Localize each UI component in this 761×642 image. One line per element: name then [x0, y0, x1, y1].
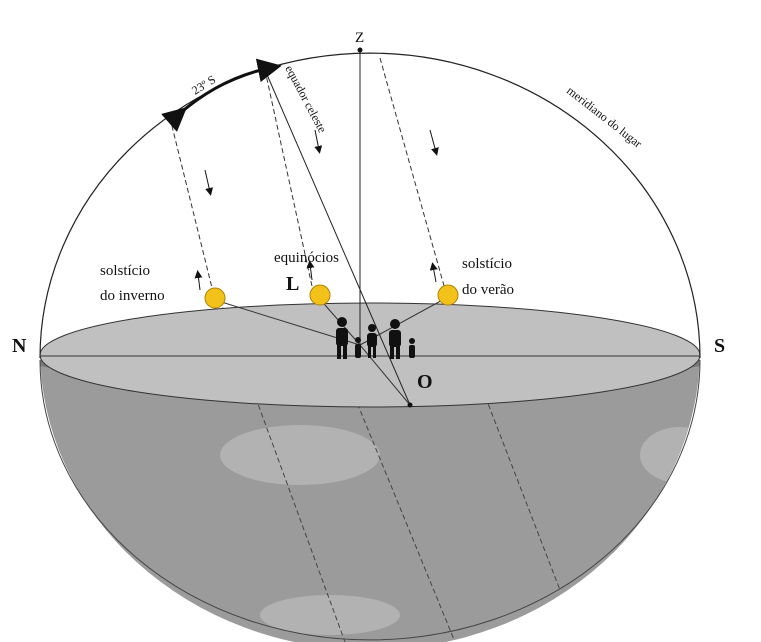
arrow-icon [306, 260, 315, 281]
celestial-equator-line [264, 69, 411, 406]
sun-icon [309, 284, 331, 306]
declination-arc [161, 58, 282, 132]
arrow-icon [194, 270, 203, 291]
local-meridian-label: meridiano do lugar [564, 83, 645, 150]
arrow-icon [429, 262, 438, 283]
arrow-icon [204, 169, 214, 196]
arrow-icon [314, 129, 323, 154]
north-label: N [12, 335, 27, 357]
summer-solstice-label-1: solstício [462, 256, 512, 272]
sphere-outline-lower [39, 359, 701, 641]
equinox-path-below [314, 299, 456, 642]
celestial-equator-label: equador celeste [282, 63, 329, 135]
ground-light-patch [260, 595, 400, 635]
family-silhouette-icon [336, 317, 415, 359]
zenith-point [357, 47, 363, 53]
west-label: O [417, 371, 433, 393]
equinoxes-label: equinócios [274, 250, 339, 266]
sun-icon [204, 287, 226, 309]
ground-light-patch [220, 425, 380, 485]
winter-solstice-path [169, 117, 216, 301]
winter-solstice-label-2: do inverno [100, 288, 165, 304]
south-label: S [714, 335, 725, 357]
summer-solstice-label-2: do verão [462, 282, 514, 298]
winter-solstice-label-1: solstício [100, 263, 150, 279]
zenith-label: Z [355, 30, 364, 46]
sun-icon [437, 284, 459, 306]
sphere-outline [39, 52, 701, 359]
west-point [407, 402, 413, 408]
arrow-icon [429, 129, 439, 156]
summer-solstice-path [379, 57, 449, 301]
east-label: L [286, 273, 299, 295]
